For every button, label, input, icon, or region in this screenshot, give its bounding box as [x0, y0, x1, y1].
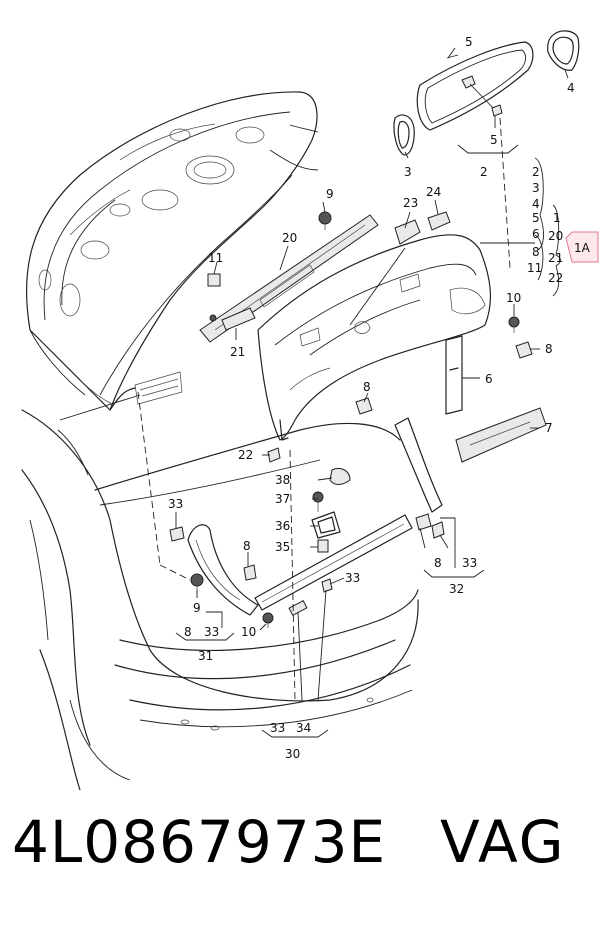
leader-lines: [175, 47, 569, 701]
group-item-8: 8: [532, 245, 540, 259]
part-38-cap: [329, 467, 351, 485]
callout-9-lower: 9: [193, 601, 201, 615]
part-8-clip-left: [243, 564, 257, 581]
callout-6: 6: [485, 372, 493, 386]
callout-4: 4: [567, 81, 575, 95]
callout-8-bracket31: 8: [184, 625, 192, 639]
part-7-license-plate: [455, 407, 547, 463]
part-33-clip-left-top: [169, 526, 185, 542]
brand-name: VAG: [440, 808, 566, 876]
callout-8-right: 8: [545, 342, 553, 356]
group-item-22: 22: [548, 271, 563, 285]
part-3-seal: [393, 114, 415, 156]
callout-35: 35: [275, 540, 290, 554]
part-23-switch: [394, 219, 421, 245]
group-item-1: 1: [553, 211, 561, 225]
group-item-20: 20: [548, 229, 563, 243]
callout-30: 30: [285, 747, 300, 761]
part-37-screw: [312, 491, 324, 512]
callout-8-mid: 8: [363, 380, 371, 394]
car-body-outline: [21, 371, 419, 790]
callout-33-bracket30: 33: [270, 721, 285, 735]
part-8-clip-mid: [355, 397, 373, 415]
callout-7: 7: [545, 421, 553, 435]
exploded-parts-diagram: 5 4 5 3 2 9 23 24 20 11 21 10 8 6 7 8 22…: [21, 30, 599, 790]
callout-23: 23: [403, 196, 418, 210]
callout-2: 2: [480, 165, 488, 179]
part-10-bolt-lower: [262, 612, 274, 628]
part-4-cap: [547, 30, 580, 71]
callout-33-sill: 33: [345, 571, 360, 585]
tailgate-inner-panel: [25, 91, 319, 411]
callout-37: 37: [275, 492, 290, 506]
group-item-11: 11: [527, 261, 542, 275]
callout-33-left-top: 33: [168, 497, 183, 511]
callout-8-left: 8: [243, 539, 251, 553]
callout-5-mid: 5: [490, 133, 498, 147]
callout-21: 21: [230, 345, 245, 359]
callout-8-bracket32: 8: [434, 556, 442, 570]
callout-20: 20: [282, 231, 297, 245]
part-31-trim-left: [187, 524, 259, 616]
group-list: 2 3 4 5 6 8 11 1 20 21 22 1A: [527, 165, 599, 285]
part-35-clip: [317, 539, 329, 553]
part-2-frame: [416, 41, 534, 131]
callout-10-upper: 10: [506, 291, 521, 305]
part-number: 4L0867973E: [12, 808, 387, 876]
assembly-label: 1A: [574, 241, 591, 255]
part-36-handle: [311, 511, 341, 539]
footer: 4L0867973E VAG: [0, 808, 600, 908]
part-8-clip-right: [515, 341, 533, 359]
callout-5-top: 5: [465, 35, 473, 49]
part-20-strip: [199, 214, 379, 343]
group-item-3: 3: [532, 181, 540, 195]
callout-3: 3: [404, 165, 412, 179]
callout-22: 22: [238, 448, 253, 462]
callout-31: 31: [198, 649, 213, 663]
callout-34: 34: [296, 721, 311, 735]
part-22-clip: [267, 447, 281, 463]
callout-32: 32: [449, 582, 464, 596]
group-item-2: 2: [532, 165, 540, 179]
group-item-5: 5: [532, 211, 540, 225]
callout-33-bracket31: 33: [204, 625, 219, 639]
callout-11: 11: [208, 251, 223, 265]
callout-10-lower: 10: [241, 625, 256, 639]
part-10-bolt-upper: [508, 316, 520, 333]
group-item-4: 4: [532, 197, 540, 211]
callout-9-upper: 9: [326, 187, 334, 201]
callout-33-bracket32: 33: [462, 556, 477, 570]
callout-36: 36: [275, 519, 290, 533]
part-32-trim-right: [394, 417, 445, 539]
group-item-6: 6: [532, 227, 540, 241]
callout-38: 38: [275, 473, 290, 487]
part-24-clip: [427, 211, 451, 231]
bracket-marks: [175, 144, 561, 738]
part-9-bolt-upper: [318, 211, 332, 230]
callout-24: 24: [426, 185, 441, 199]
group-item-21: 21: [548, 251, 563, 265]
callout-labels: 5 4 5 3 2 9 23 24 20 11 21 10 8 6 7 8 22…: [168, 35, 575, 761]
part-30-sill-trim: [254, 514, 413, 616]
part-6-strip: [445, 335, 463, 415]
part-1-trim-panel: [257, 234, 491, 441]
